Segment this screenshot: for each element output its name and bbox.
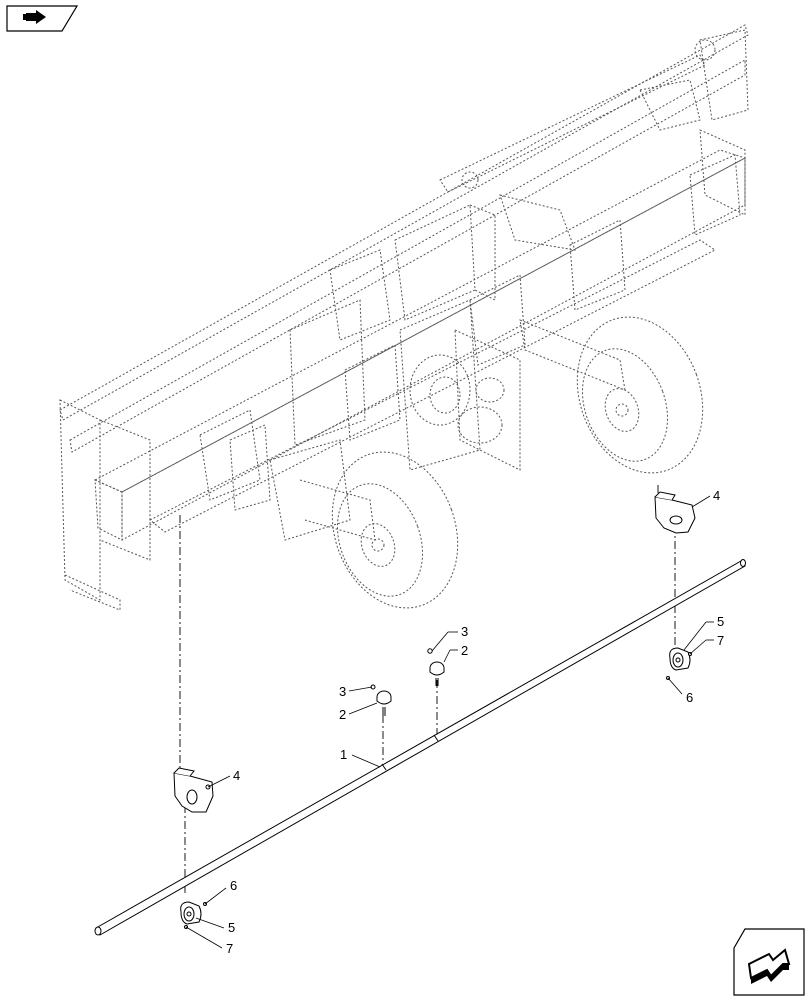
page-forward-icon [733,928,805,996]
callout-labels: 1 2 2 3 3 4 4 5 5 6 6 7 7 [226,488,724,956]
callout-3-lower: 3 [339,684,346,699]
callouts [185,495,714,949]
next-page-button[interactable] [733,928,805,996]
part-clamp-lower [180,901,207,929]
part-bushing-right [427,648,445,686]
callout-6-lower: 6 [230,878,237,893]
part-bracket-upper [654,491,696,534]
callout-7-right: 7 [717,633,724,648]
callout-4-lower: 4 [233,768,240,783]
toolbar-frame [59,24,749,611]
part-bushing-left [370,684,392,716]
callout-5-right: 5 [717,614,724,629]
callout-2-lower: 2 [339,707,346,722]
part-bracket-lower [173,767,214,813]
right-gauge-wheel [576,316,704,474]
alignment-lines [179,485,676,895]
part-rod [94,559,746,936]
callout-4-upper: 4 [713,488,720,503]
callout-1: 1 [340,747,347,762]
callout-5-lower: 5 [228,920,235,935]
callout-7-lower: 7 [226,941,233,956]
callout-6-right: 6 [686,690,693,705]
previous-page-button[interactable] [6,5,79,32]
callout-2-upper: 2 [461,643,468,658]
part-clamp-right [666,647,692,680]
left-gauge-wheel [331,451,459,609]
page-back-icon [6,5,79,32]
callout-3-upper: 3 [461,624,468,639]
